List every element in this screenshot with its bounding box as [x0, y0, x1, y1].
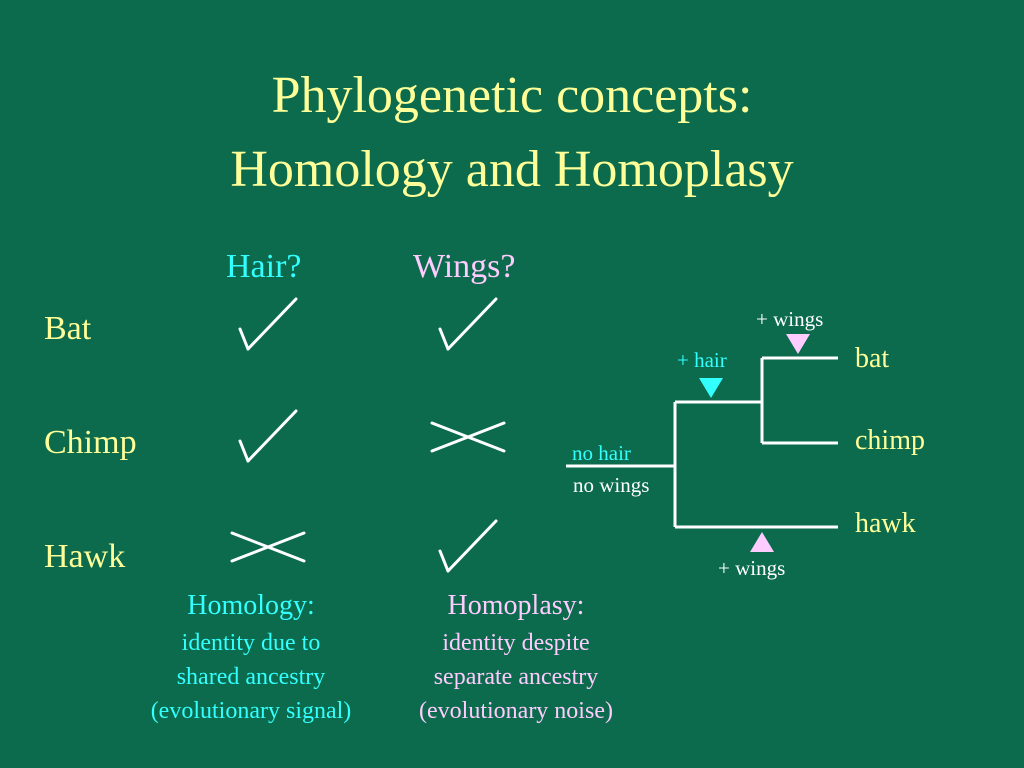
row-label-chimp: Chimp [44, 424, 137, 461]
check-short-stroke [438, 549, 450, 573]
check-short-stroke [238, 327, 250, 351]
tree-branches [566, 356, 838, 529]
taxon-label-bat: bat [855, 343, 890, 374]
cross-stroke-2 [430, 421, 506, 453]
hawk-wings-gain-marker [750, 532, 774, 552]
check-short-stroke [438, 327, 450, 351]
root-state-hair-label: no hair [572, 441, 631, 465]
homology-line-3: (evolutionary signal) [150, 698, 352, 724]
hair-gain-label: + hair [677, 348, 727, 372]
homoplasy-heading: Homoplasy: [447, 590, 585, 621]
bat-wings-gain-marker [786, 334, 810, 354]
check-short-stroke [238, 439, 250, 463]
homoplasy-line-2: separate ancestry [433, 664, 599, 690]
check-mark-icon-chimp-hair [238, 409, 298, 463]
homology-heading: Homology: [187, 590, 315, 621]
check-long-stroke [446, 297, 498, 351]
hair-gain-marker [699, 378, 723, 398]
root-state-wings-label: no wings [573, 473, 650, 497]
cross-mark-icon-hawk-hair [230, 531, 306, 563]
homology-line-1: identity due to [181, 630, 321, 656]
hawk-wings-gain-label: + wings [718, 556, 786, 580]
row-label-hawk: Hawk [44, 538, 126, 575]
taxon-label-chimp: chimp [855, 425, 925, 456]
check-long-stroke [246, 409, 298, 463]
homology-line-2: shared ancestry [176, 664, 326, 690]
homoplasy-line-1: identity despite [442, 630, 590, 656]
bat-wings-gain-label: + wings [756, 307, 824, 331]
check-mark-icon-bat-wings [438, 297, 498, 351]
cross-stroke-2 [230, 531, 306, 563]
cross-mark-icon-chimp-wings [430, 421, 506, 453]
check-mark-icon-hawk-wings [438, 519, 498, 573]
taxon-label-hawk: hawk [855, 508, 916, 539]
slide-title-line2: Homology and Homoplasy [230, 141, 794, 198]
homoplasy-line-3: (evolutionary noise) [419, 698, 613, 724]
check-long-stroke [446, 519, 498, 573]
row-label-bat: Bat [44, 310, 92, 347]
check-mark-icon-bat-hair [238, 297, 298, 351]
column-header-wings: Wings? [413, 248, 516, 285]
slide-title-line1: Phylogenetic concepts: [271, 67, 753, 124]
check-long-stroke [246, 297, 298, 351]
column-header-hair: Hair? [226, 248, 302, 285]
